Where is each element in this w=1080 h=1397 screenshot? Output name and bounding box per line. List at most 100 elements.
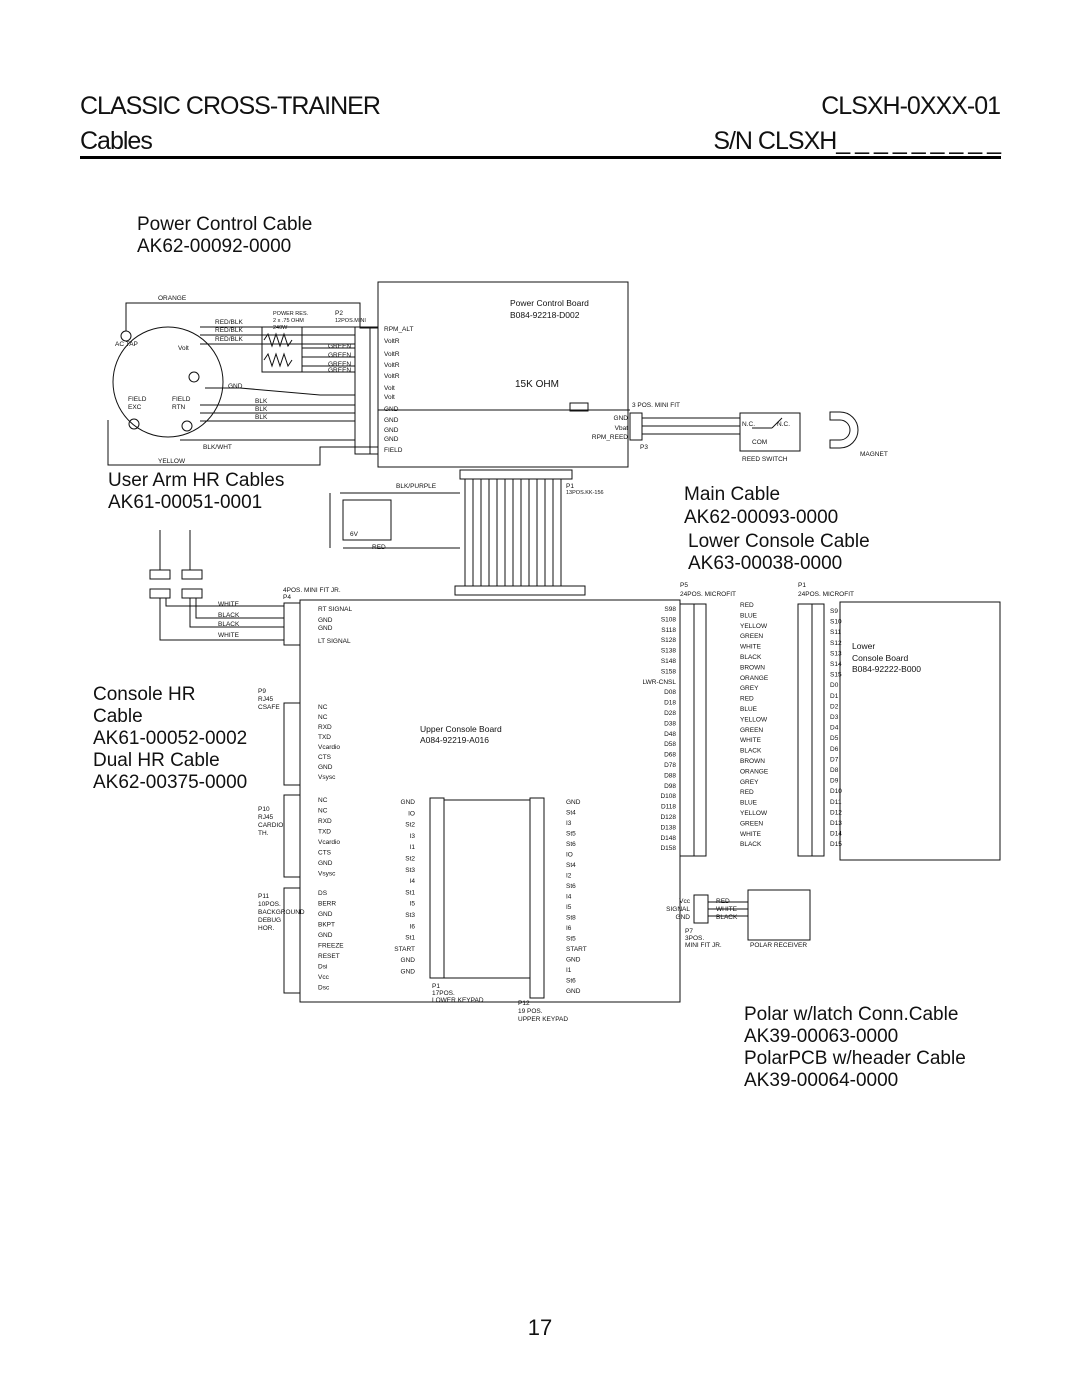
power-control-board bbox=[377, 281, 629, 468]
lower-wire-label: GREY bbox=[740, 685, 759, 692]
lower-wire-label: GREY bbox=[740, 779, 759, 786]
wire-yellow: YELLOW bbox=[158, 458, 186, 465]
p12-keypad-pin: I5 bbox=[566, 904, 572, 911]
field-exc-label-2: EXC bbox=[128, 404, 142, 411]
p4-pin-label: GND bbox=[318, 617, 333, 624]
power-wire-label: RED/BLK bbox=[215, 336, 243, 343]
p12-keypad-pin: I6 bbox=[566, 925, 572, 932]
p10-pin-label: Vcardio bbox=[318, 839, 340, 846]
p11-type: 10POS. bbox=[258, 901, 281, 908]
p2-pin-label: GND bbox=[384, 427, 399, 434]
p12-keypad-pin: I1 bbox=[566, 967, 572, 974]
p10-pin-label: GND bbox=[318, 860, 333, 867]
console-hr-label-2: Cable bbox=[93, 706, 143, 727]
p1-keypad-name: LOWER KEYPAD bbox=[432, 997, 484, 1004]
p9-name: CSAFE bbox=[258, 704, 280, 711]
upper-console-board bbox=[299, 599, 681, 1003]
p12-keypad-pin: IO bbox=[566, 852, 573, 859]
lower-pin-label: D14 bbox=[830, 831, 842, 838]
p2-pin-label: GND bbox=[384, 436, 399, 443]
p1-keypad-pin: GND bbox=[401, 799, 416, 806]
power-cable-label: Power Control Cable bbox=[137, 214, 313, 235]
power-res-label: POWER RES. bbox=[273, 311, 309, 317]
p2-pin-label: VoltR bbox=[384, 373, 400, 380]
p10-connector bbox=[283, 794, 301, 878]
p10-pin-label: NC bbox=[318, 808, 328, 815]
lower-console-board bbox=[839, 601, 1001, 861]
p11-pin-label: FREEZE bbox=[318, 943, 344, 950]
power-res-value: 2 x .75 OHM bbox=[273, 318, 304, 324]
p1-keypad-pin: St1 bbox=[405, 889, 415, 896]
lower-wire-label: ORANGE bbox=[740, 675, 769, 682]
lower-wire-label: BLUE bbox=[740, 706, 758, 713]
p1-keypad-pin: I6 bbox=[410, 923, 416, 930]
p3-pin-vbat: Vbat bbox=[615, 425, 629, 432]
lower-pin-label: D15 bbox=[830, 841, 842, 848]
p5-pin-label: S158 bbox=[661, 668, 677, 675]
p9-pin-label: RXD bbox=[318, 724, 332, 731]
p5-connector bbox=[679, 603, 695, 857]
p10-name: CARDIO bbox=[258, 822, 283, 829]
model-number: CLSXH-0XXX-01 bbox=[821, 92, 1001, 120]
power-wire-label: RED/BLK bbox=[215, 319, 243, 326]
lower-wire-label: WHITE bbox=[740, 644, 762, 651]
power-res-watt: 240W bbox=[273, 325, 288, 331]
p11-name-3: HOR. bbox=[258, 925, 274, 932]
p12-keypad-pin: I2 bbox=[566, 873, 572, 880]
p3-label: P3 bbox=[640, 444, 648, 451]
p7-wire-label: RED bbox=[716, 898, 730, 905]
p5-pin-label: D28 bbox=[664, 710, 676, 717]
main-cable-pn: AK62-00093-0000 bbox=[684, 507, 839, 528]
wire-red: RED bbox=[372, 544, 386, 551]
p7-wire-label: BLACK bbox=[716, 914, 738, 921]
p2-pin-label: Volt bbox=[384, 385, 395, 392]
field-rtn-label: FIELD bbox=[172, 396, 191, 403]
p12-keypad-pin: I3 bbox=[566, 820, 572, 827]
lower-pin-label: S9 bbox=[830, 608, 838, 615]
lower-wire-label: GREEN bbox=[740, 820, 763, 827]
upper-board-name: Upper Console Board bbox=[420, 724, 502, 734]
p1-keypad-pin: St3 bbox=[405, 867, 415, 874]
p2-pin-label: VoltR bbox=[384, 338, 400, 345]
lower-wire-label: YELLOW bbox=[740, 716, 768, 723]
p5-type: 24POS. MICROFIT bbox=[680, 591, 736, 598]
p7-connector bbox=[693, 894, 709, 924]
p5-pin-label: D38 bbox=[664, 720, 676, 727]
p11-name-2: DEBUG bbox=[258, 917, 281, 924]
p9-connector bbox=[283, 702, 301, 786]
p10-name-2: TH. bbox=[258, 830, 269, 837]
p10-label: P10 bbox=[258, 806, 270, 813]
p2-pin-label: GND bbox=[384, 417, 399, 424]
p4-pin-label: RT SIGNAL bbox=[318, 606, 352, 613]
magnet-label: MAGNET bbox=[860, 451, 888, 458]
p12-keypad-pin: GND bbox=[566, 957, 581, 964]
battery-label: 6V bbox=[350, 531, 359, 538]
p1-keypad-pin: GND bbox=[401, 969, 416, 976]
ac-tap-label: AC TAP bbox=[115, 341, 138, 348]
p5-pin-label: D118 bbox=[661, 804, 676, 811]
p4-pin-label: LT SIGNAL bbox=[318, 638, 351, 645]
volt-label: Volt bbox=[178, 345, 189, 352]
p2-label: P2 bbox=[335, 310, 343, 317]
p1-keypad-label: P1 bbox=[432, 983, 440, 990]
p5-label: P5 bbox=[680, 582, 688, 589]
p1-keypad-pin: GND bbox=[401, 957, 416, 964]
p5-pin-label: D128 bbox=[660, 814, 676, 821]
p12-keypad-pin: GND bbox=[566, 799, 581, 806]
p9-pin-label: CTS bbox=[318, 754, 332, 761]
p12-keypad-pin: St8 bbox=[566, 915, 576, 922]
p12-keypad-pin: GND bbox=[566, 988, 581, 995]
lower-console-pn: AK63-00038-0000 bbox=[688, 553, 843, 574]
console-hr-label: Console HR bbox=[93, 684, 196, 705]
wire-blk-purple: BLK/PURPLE bbox=[396, 483, 437, 490]
lower-wire-label: WHITE bbox=[740, 737, 762, 744]
p10-pin-label: TXD bbox=[318, 829, 331, 836]
p11-pin-label: BKPT bbox=[318, 922, 335, 929]
power-wire-label: GREEN bbox=[328, 361, 351, 368]
power-wire-label: RED/BLK bbox=[215, 327, 243, 334]
p5-pin-label: D48 bbox=[664, 731, 676, 738]
p1-keypad-pin: START bbox=[394, 946, 415, 953]
p5-pin-label: S128 bbox=[661, 637, 677, 644]
lower-wire-label: BLACK bbox=[740, 841, 762, 848]
polar-latch-pn: AK39-00063-0000 bbox=[744, 1026, 899, 1047]
